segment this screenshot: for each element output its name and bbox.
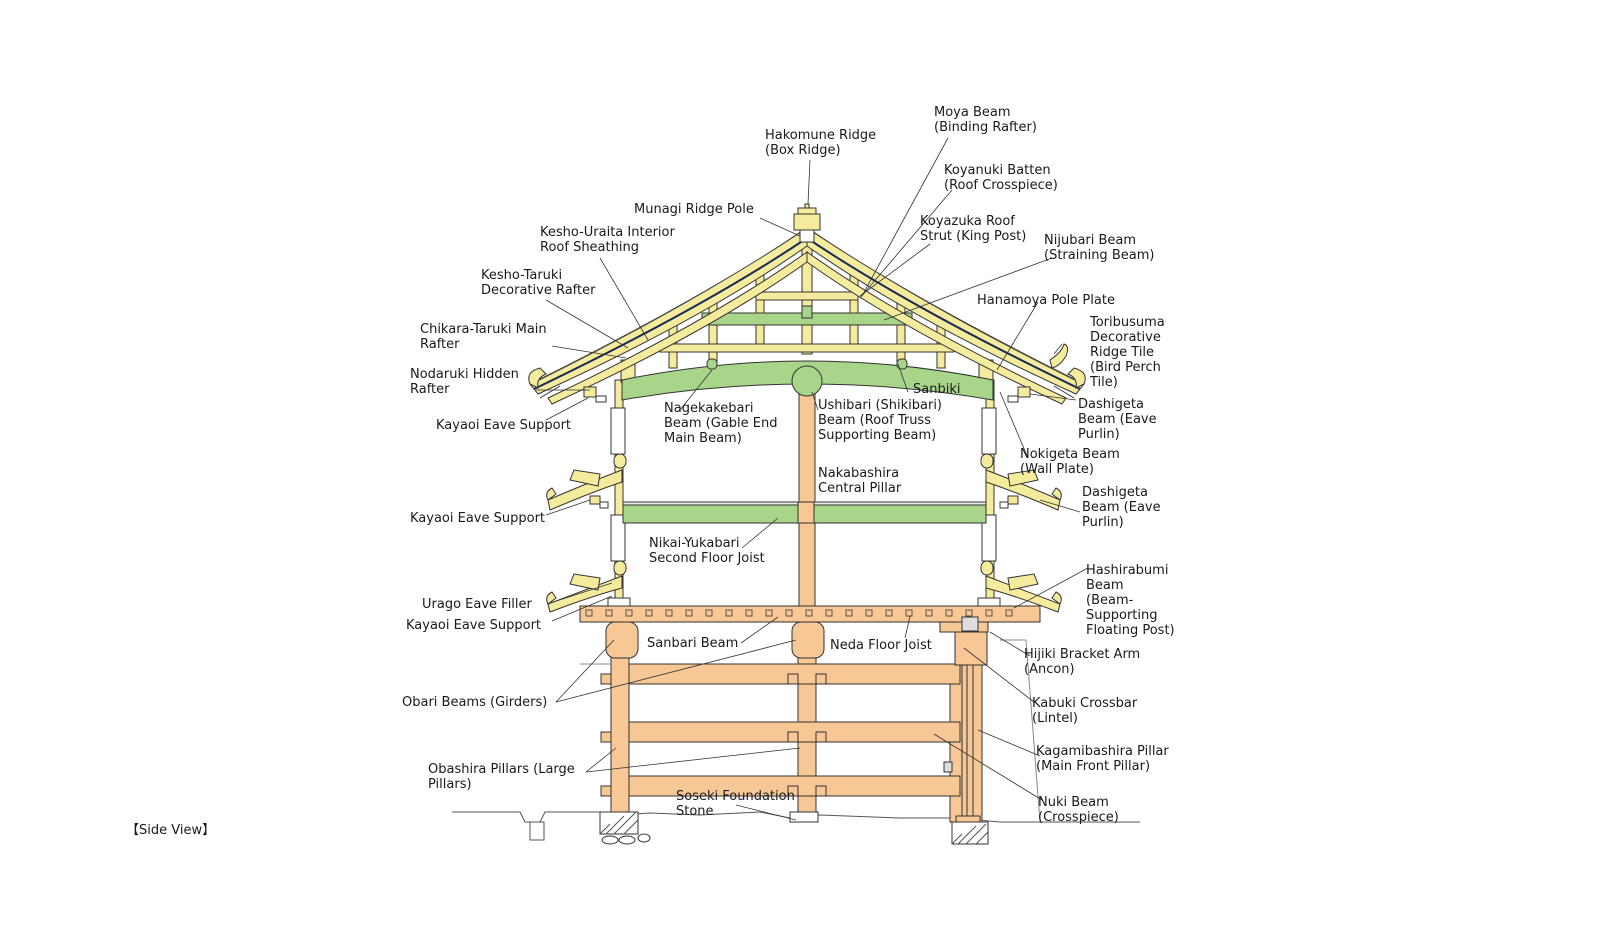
- label-kesho-taruki: Kesho-Taruki Decorative Rafter: [481, 268, 596, 298]
- label-nuki-beam: Nuki Beam (Crosspiece): [1038, 795, 1119, 825]
- label-nagekakebari: Nagekakebari Beam (Gable End Main Beam): [664, 401, 778, 446]
- side-posts: [607, 379, 1001, 607]
- nakabashira-pillar: [798, 387, 816, 607]
- label-kagamibashira: Kagamibashira Pillar (Main Front Pillar): [1036, 744, 1169, 774]
- label-kayaoi-eave-support-2: Kayaoi Eave Support: [410, 511, 546, 526]
- label-obashira-pillars: Obashira Pillars (Large Pillars): [428, 762, 575, 792]
- label-obari-beams: Obari Beams (Girders): [402, 695, 548, 710]
- label-nodaruki: Nodaruki Hidden Rafter: [410, 367, 519, 397]
- label-sanbiki: Sanbiki: [913, 382, 961, 397]
- label-kayaoi-eave-support-3: Kayaoi Eave Support: [406, 618, 542, 633]
- lower-timber-frame: [579, 605, 1041, 823]
- lower-eaves: [546, 469, 1062, 613]
- neda-joist-blocks: [585, 609, 1013, 617]
- label-ushibari: Ushibari (Shikibari) Beam (Roof Truss Su…: [818, 398, 943, 443]
- label-nakabashira: Nakabashira Central Pillar: [818, 466, 902, 496]
- label-moya-beam: Moya Beam (Binding Rafter): [934, 105, 1037, 135]
- label-neda-floor-joist: Neda Floor Joist: [830, 638, 932, 653]
- label-dashigeta-1: Dashigeta Beam (Eave Purlin): [1078, 397, 1157, 442]
- toribusuma-tile: [1049, 343, 1069, 369]
- label-dashigeta-2: Dashigeta Beam (Eave Purlin): [1082, 485, 1161, 530]
- auxiliary-lines: [580, 639, 1041, 823]
- side-view-caption: 【Side View】: [126, 823, 216, 838]
- main-roof: [528, 227, 1086, 405]
- label-nijubari-beam: Nijubari Beam (Straining Beam): [1044, 233, 1155, 263]
- label-kayaoi-eave-support-1: Kayaoi Eave Support: [436, 418, 572, 433]
- kabuki-crossbar: [943, 616, 981, 823]
- ground: [452, 811, 1140, 841]
- label-soseki-foundation-stone: Soseki Foundation Stone: [676, 789, 795, 819]
- label-hashirabumi: Hashirabumi Beam (Beam- Supporting Float…: [1086, 563, 1175, 638]
- label-chikara-taruki: Chikara-Taruki Main Rafter: [420, 322, 547, 352]
- label-hakomune-ridge: Hakomune Ridge (Box Ridge): [765, 128, 877, 158]
- label-koyazuka-strut: Koyazuka Roof Strut (King Post): [920, 214, 1027, 244]
- second-floor-joist: [622, 501, 987, 524]
- label-hanamoya-pole-plate: Hanamoya Pole Plate: [977, 293, 1115, 308]
- roof-truss-frame: [620, 241, 994, 383]
- label-kabuki-crossbar: Kabuki Crossbar (Lintel): [1032, 696, 1138, 726]
- label-hijiki-bracket-arm: Hijiki Bracket Arm (Ancon): [1024, 647, 1141, 677]
- label-nokigeta-beam: Nokigeta Beam (Wall Plate): [1020, 447, 1120, 477]
- leader-lines: [536, 137, 1089, 821]
- label-kesho-uraita: Kesho-Uraita Interior Roof Sheathing: [540, 225, 675, 255]
- label-munagi-ridge-pole: Munagi Ridge Pole: [634, 202, 754, 217]
- label-sanbari-beam: Sanbari Beam: [647, 636, 739, 651]
- label-toribusuma: Toribusuma Decorative Ridge Tile (Bird P…: [1090, 315, 1165, 390]
- foundation-stones: [599, 811, 989, 845]
- label-nikai-yukabari: Nikai-Yukabari Second Floor Joist: [649, 536, 765, 566]
- hakomune-ridge: [793, 203, 821, 243]
- label-urago-eave-filler: Urago Eave Filler: [422, 597, 532, 612]
- label-koyanuki-batten: Koyanuki Batten (Roof Crosspiece): [944, 163, 1058, 193]
